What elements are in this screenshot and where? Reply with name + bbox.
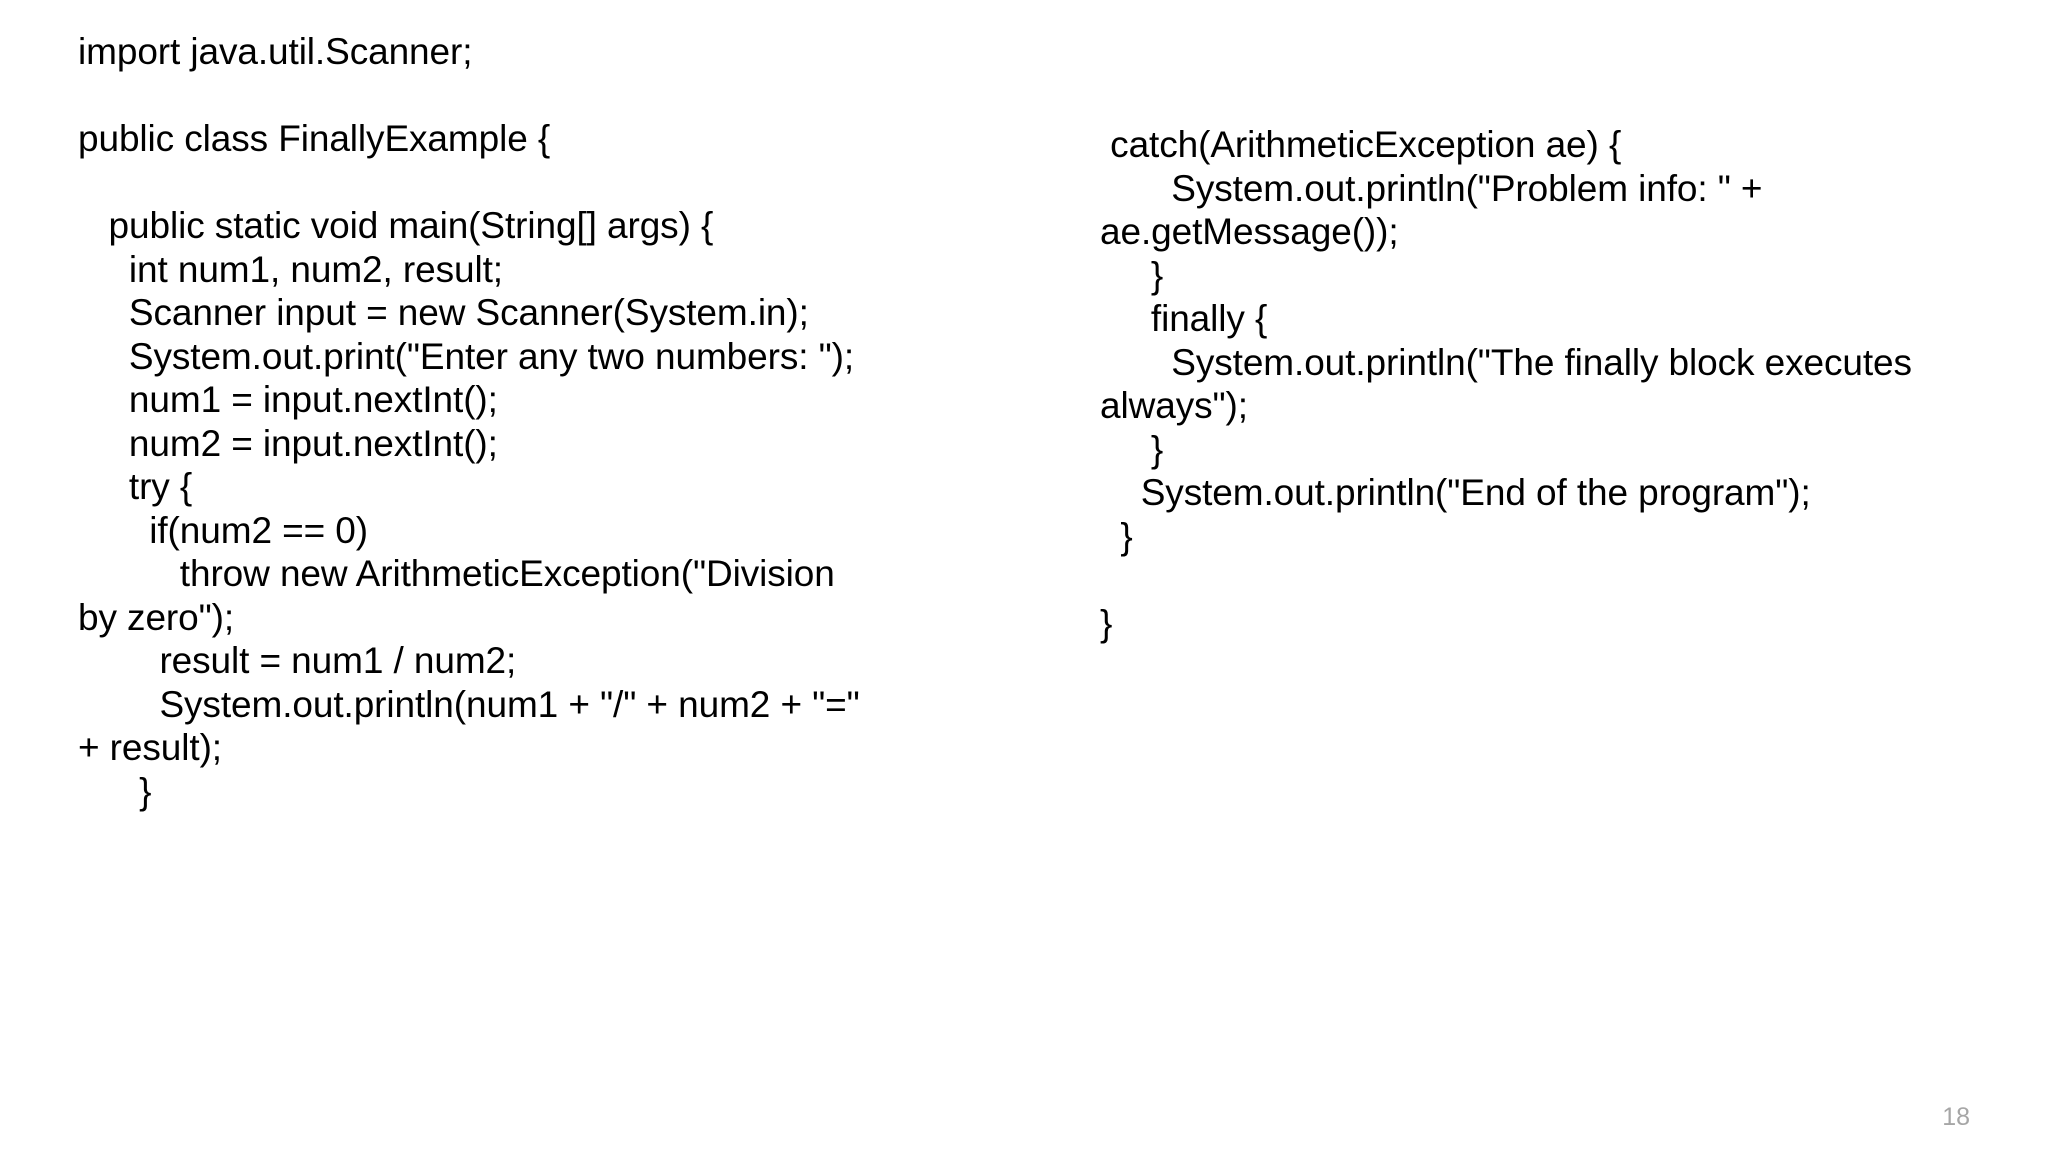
code-line: } [1100, 428, 1164, 470]
code-line: public class FinallyExample { [78, 118, 551, 159]
code-block-right-column: catch(ArithmeticException ae) { System.o… [1100, 123, 2048, 645]
code-line: throw new ArithmeticException("Division [78, 553, 835, 594]
code-line: num2 = input.nextInt(); [78, 422, 498, 464]
code-line: ae.getMessage()); [1100, 211, 1399, 252]
code-line: System.out.println("End of the program")… [1100, 472, 1811, 513]
code-line: catch(ArithmeticException ae) { [1100, 124, 1622, 165]
code-line: System.out.println("Problem info: " + [1100, 167, 1763, 209]
code-line: result = num1 / num2; [78, 640, 517, 681]
code-line: num1 = input.nextInt(); [78, 379, 498, 420]
code-line: } [1100, 602, 1113, 644]
code-line: Scanner input = new Scanner(System.in); [78, 292, 809, 333]
code-block-left-column: import java.util.Scanner; public class Fi… [78, 30, 1078, 813]
code-line: } [1100, 515, 1133, 557]
code-line: System.out.print("Enter any two numbers:… [78, 335, 855, 377]
code-line: finally { [1100, 298, 1268, 339]
code-line: always"); [1100, 385, 1248, 426]
code-line: int num1, num2, result; [78, 248, 503, 290]
code-blank-line [78, 74, 1078, 118]
code-line: System.out.println("The finally block ex… [1100, 341, 1912, 383]
code-line: } [1100, 254, 1164, 296]
code-line: import java.util.Scanner; [78, 31, 473, 72]
code-blank-line [78, 161, 1078, 205]
code-line: if(num2 == 0) [78, 509, 369, 551]
code-line: } [78, 770, 152, 812]
code-line: try { [78, 466, 193, 507]
code-line: by zero"); [78, 596, 235, 638]
code-blank-line [1100, 558, 2048, 602]
code-line: System.out.println(num1 + "/" + num2 + "… [78, 683, 860, 725]
code-line: + result); [78, 727, 222, 768]
page-number: 18 [1942, 1103, 1970, 1131]
code-line: public static void main(String[] args) { [78, 205, 714, 246]
